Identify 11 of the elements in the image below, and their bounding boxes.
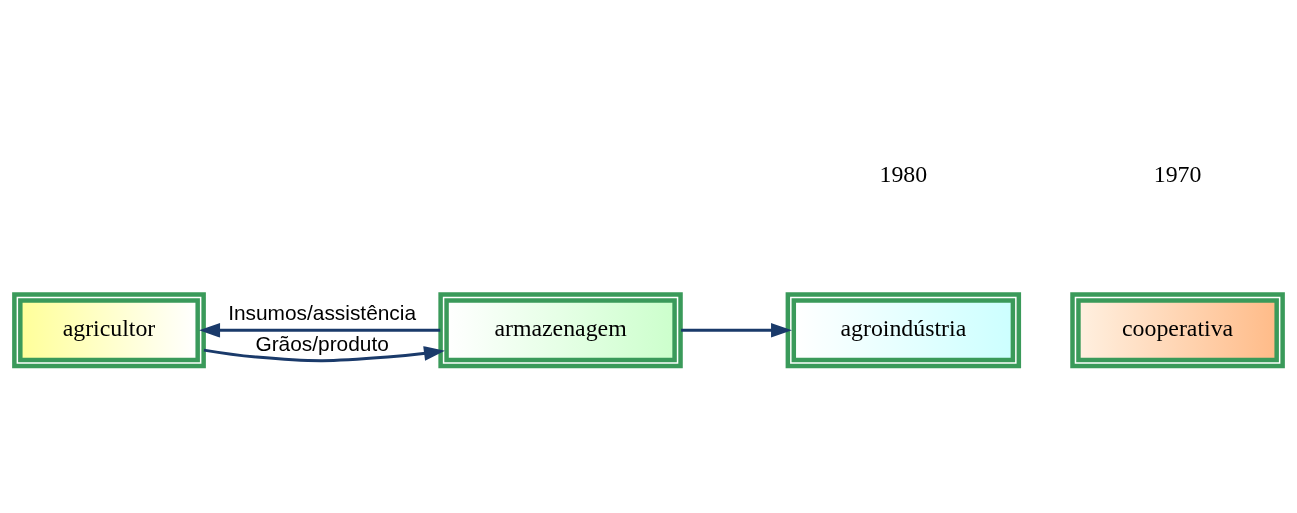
node-box: agricultor (12, 292, 206, 369)
arrow (203, 346, 445, 363)
node-box: agroindústria (785, 292, 1022, 369)
edge-label: Grãos/produto (255, 332, 389, 356)
label: 1980 (879, 161, 928, 188)
arrow (199, 322, 441, 338)
arrow (681, 322, 792, 338)
label: 1970 (1153, 161, 1202, 188)
node-box: cooperativa (1070, 292, 1285, 369)
edge-label: Insumos/assistência (228, 301, 417, 325)
node-box: armazenagem (438, 292, 683, 369)
